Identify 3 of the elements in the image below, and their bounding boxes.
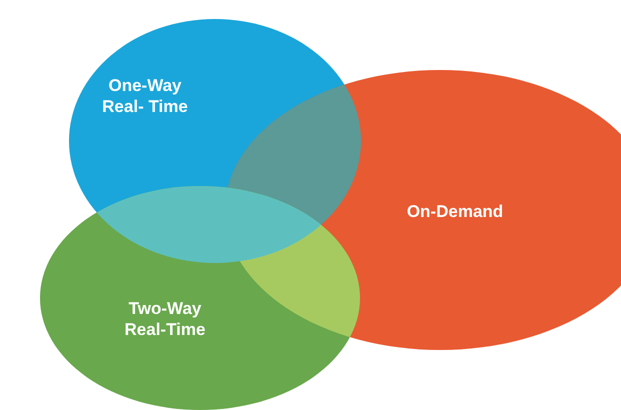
circle-label: On-Demand bbox=[406, 201, 504, 222]
circle-label: One-Way Real- Time bbox=[101, 75, 189, 117]
circle-label: Two-Way Real-Time bbox=[124, 298, 206, 340]
